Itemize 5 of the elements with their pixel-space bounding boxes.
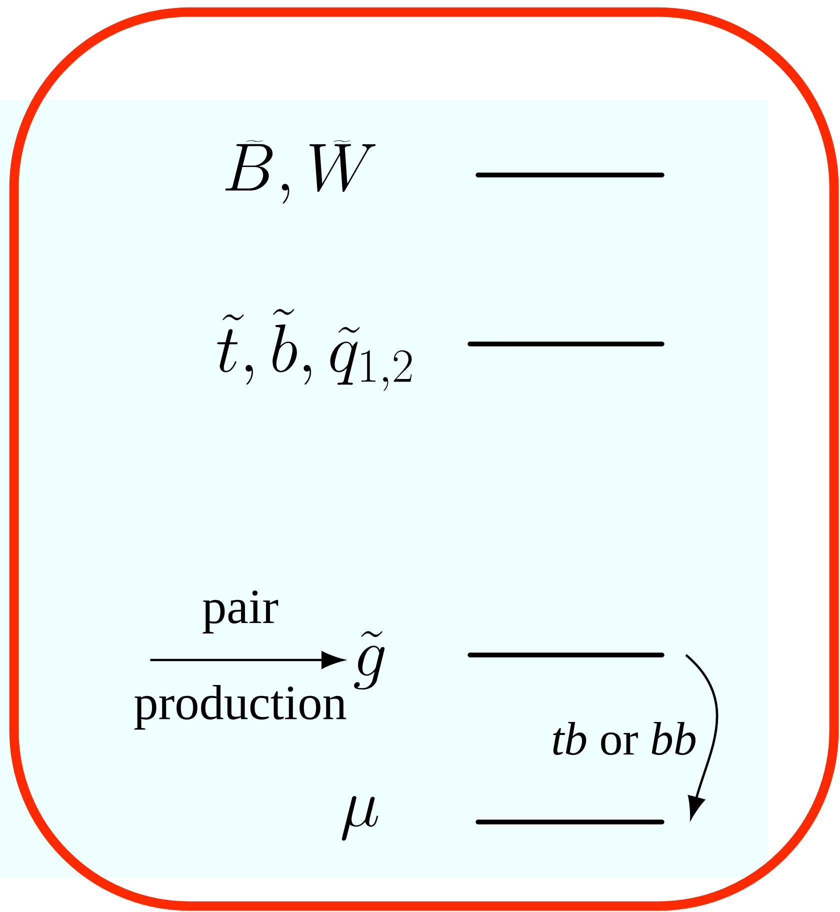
- level-label: $\mu$: [342, 796, 378, 841]
- level-label: $\tilde{g}$: [354, 631, 385, 690]
- edge-label: tb or bb: [553, 722, 696, 755]
- level-label: $\tilde{t}, \tilde{b}, \tilde{q}_{1,2}$: [217, 309, 412, 391]
- level-label: $\widetilde{B}, \widetilde{W}$: [225, 140, 376, 204]
